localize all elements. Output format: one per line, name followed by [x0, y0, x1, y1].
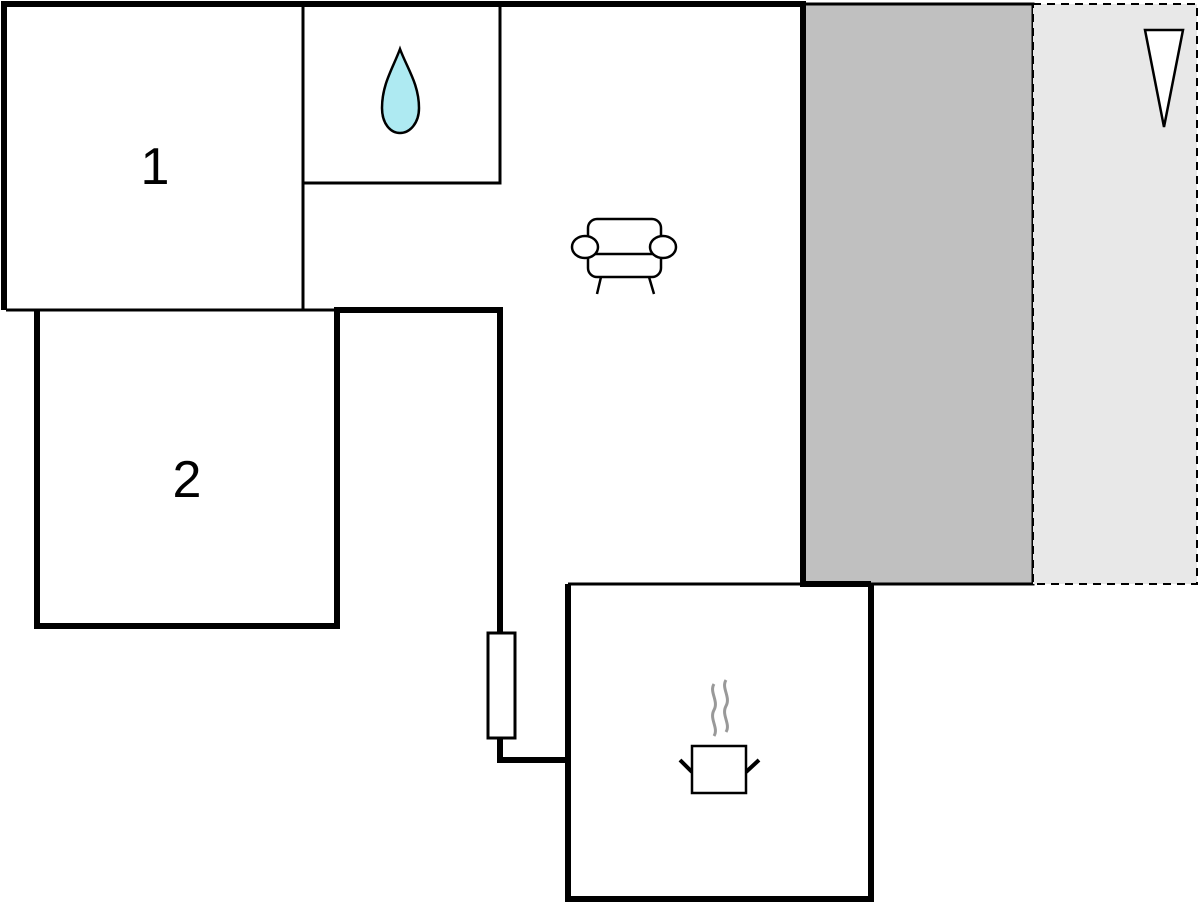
cooking-pot-icon	[678, 679, 761, 795]
room-1-label: 1	[141, 138, 170, 196]
exterior-walls	[1, 1, 874, 902]
terrace-covered-area	[801, 2, 1035, 586]
entrance-door	[486, 631, 517, 740]
terrace-open-area	[1032, 3, 1198, 585]
water-drop-icon	[380, 45, 421, 135]
armchair-icon	[570, 217, 678, 295]
interior-walls	[6, 4, 502, 312]
room-2-label: 2	[173, 451, 202, 509]
north-arrow-icon	[1143, 28, 1185, 128]
